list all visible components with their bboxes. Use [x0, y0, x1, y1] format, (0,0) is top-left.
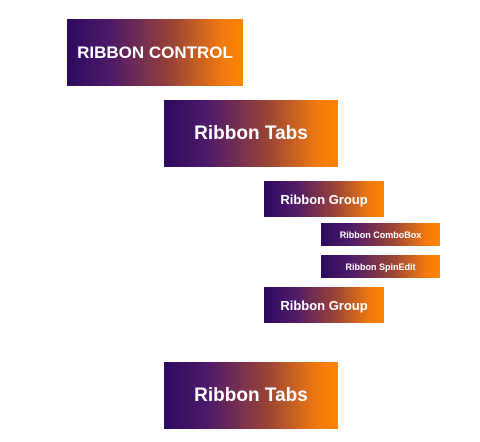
ribbon-group-node: Ribbon Group: [264, 181, 384, 217]
ribbon-control-label: RIBBON CONTROL: [77, 42, 233, 62]
ribbon-group-label: Ribbon Group: [280, 297, 368, 313]
ribbon-group-node: Ribbon Group: [264, 287, 384, 323]
ribbon-spinedit-node: Ribbon SpinEdit: [321, 255, 440, 278]
ribbon-tabs-node: Ribbon Tabs: [164, 100, 338, 167]
ribbon-spinedit-label: Ribbon SpinEdit: [345, 261, 416, 272]
ribbon-combobox-node: Ribbon ComboBox: [321, 223, 440, 246]
ribbon-tabs-label: Ribbon Tabs: [194, 122, 308, 144]
ribbon-tabs-label: Ribbon Tabs: [194, 384, 308, 406]
ribbon-group-label: Ribbon Group: [280, 191, 368, 207]
ribbon-control-node: RIBBON CONTROL: [67, 19, 243, 86]
ribbon-combobox-label: Ribbon ComboBox: [339, 229, 422, 240]
ribbon-tabs-node: Ribbon Tabs: [164, 362, 338, 429]
